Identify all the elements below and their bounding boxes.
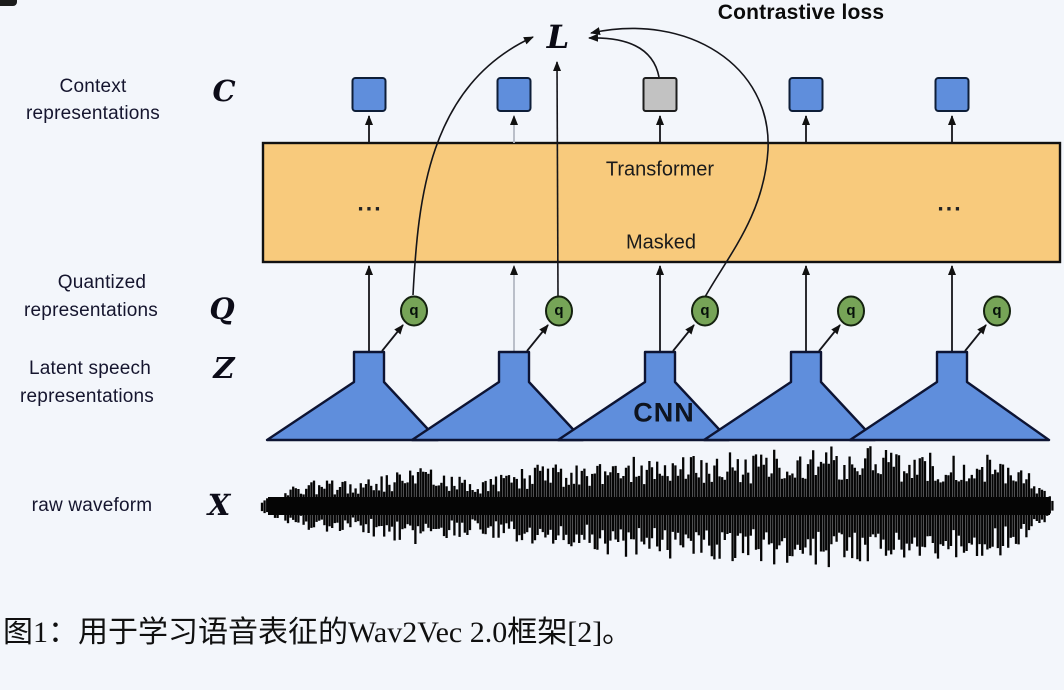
masked-square-to-loss-curve	[588, 33, 660, 78]
cnn-trapezoids	[265, 350, 1051, 442]
loss-symbol: L	[546, 18, 570, 56]
context-square-5	[934, 77, 970, 112]
context-squares	[351, 77, 970, 112]
transformer-title: Transformer	[605, 158, 715, 181]
quantize-arrows	[381, 324, 987, 352]
context-square-1	[351, 77, 387, 112]
cnn-label: CNN	[633, 397, 695, 428]
q-letter-5: q	[992, 302, 1002, 320]
masked-label: Masked	[625, 231, 697, 254]
ellipsis-left: ...	[357, 189, 383, 216]
context-square-masked	[642, 77, 678, 112]
raw-waveform	[260, 446, 1054, 568]
q-circles	[400, 295, 1011, 327]
cnn-block-5	[848, 350, 1051, 442]
cnn-block-1	[265, 350, 440, 442]
q-letter-4: q	[846, 302, 856, 320]
cnn-block-2	[410, 350, 585, 442]
q1-to-loss-curve	[412, 36, 534, 296]
raw-waveform-label: raw waveform	[31, 495, 153, 516]
quantized-label-line2: representations	[24, 300, 158, 321]
q-circle-4	[837, 295, 865, 327]
q-letter-1: q	[409, 302, 419, 320]
figure-caption: 图1：用于学习语音表征的Wav2Vec 2.0框架[2]。	[3, 616, 633, 649]
waveform-symbol: X	[207, 488, 231, 522]
quantized-label-line1: Quantized	[57, 272, 147, 293]
context-square-2	[496, 77, 532, 112]
latent-label-line1: Latent speech	[29, 358, 151, 379]
corner-artifact	[0, 0, 17, 6]
q2-to-loss-line	[553, 61, 562, 297]
context-square-4	[788, 77, 824, 112]
q-letter-2: q	[554, 302, 564, 320]
context-label-line2: representations	[26, 103, 160, 124]
q-circle-1	[400, 295, 428, 327]
q-circle-3	[691, 295, 719, 327]
q-letter-3: q	[700, 302, 710, 320]
q-circle-5	[983, 295, 1011, 327]
q3-to-loss-curve	[590, 27, 769, 298]
contrastive-loss-label: Contrastive loss	[717, 1, 885, 24]
context-label-line1: Context	[59, 76, 127, 97]
latent-label-line2: representations	[20, 386, 154, 407]
transformer-box	[261, 141, 1062, 264]
context-arrows	[365, 115, 956, 143]
latent-symbol: Z	[213, 351, 235, 385]
ellipsis-right: ...	[937, 189, 963, 216]
context-symbol: C	[212, 74, 236, 108]
cnn-block-4	[702, 350, 877, 442]
latent-arrows	[365, 265, 956, 352]
quantized-symbol: Q	[209, 292, 235, 326]
q-circle-2	[545, 295, 573, 327]
loss-curves	[412, 27, 769, 298]
